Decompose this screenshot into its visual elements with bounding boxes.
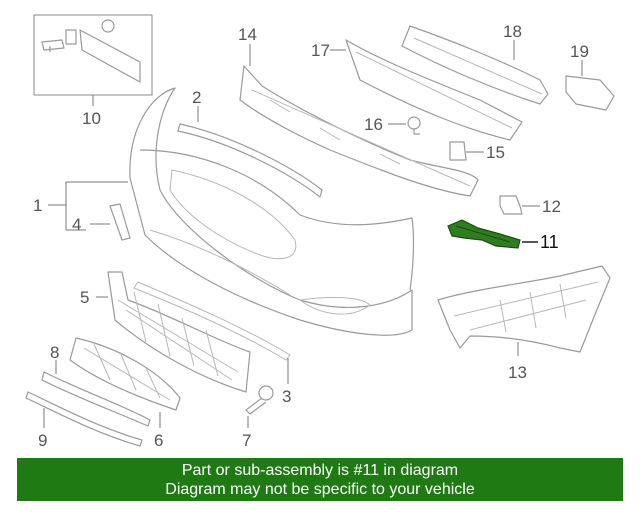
callout-19[interactable]: 19	[570, 42, 589, 61]
support-part-14: 14	[238, 25, 479, 197]
strip-part-2: 2	[177, 88, 323, 198]
callout-9[interactable]: 9	[38, 431, 47, 450]
callout-7[interactable]: 7	[242, 431, 251, 450]
callout-16[interactable]: 16	[364, 115, 383, 134]
callout-8[interactable]: 8	[50, 343, 59, 362]
callout-15[interactable]: 15	[486, 143, 505, 162]
grille-part-5: 5	[80, 271, 251, 393]
callout-1[interactable]: 1	[33, 196, 42, 215]
bumper-cover-part-1: 1	[33, 87, 415, 336]
lower-trim-part-3: 3	[133, 281, 291, 406]
callout-17[interactable]: 17	[311, 41, 330, 60]
absorber-part-18: 18	[401, 22, 549, 105]
clip-part-4: 4	[72, 203, 131, 241]
callout-11[interactable]: 11	[540, 232, 559, 252]
molding-part-8: 8	[41, 343, 151, 427]
callout-4[interactable]: 4	[72, 215, 81, 234]
clip-part-12: 12	[499, 195, 561, 216]
callout-13[interactable]: 13	[508, 363, 527, 382]
lower-grille-part-6: 6	[69, 337, 181, 450]
callout-18[interactable]: 18	[503, 22, 522, 41]
side-bracket-part-13: 13	[437, 265, 611, 382]
callout-12[interactable]: 12	[542, 197, 561, 216]
bolt-part-16: 16	[364, 115, 421, 135]
callout-14[interactable]: 14	[238, 25, 257, 44]
inset-box-part-10: 10	[33, 14, 153, 128]
nut-part-15: 15	[449, 141, 505, 162]
banner-line-1: Part or sub-assembly is #11 in diagram	[181, 462, 459, 479]
callout-5[interactable]: 5	[80, 288, 89, 307]
bracket-part-11-highlighted[interactable]: 11	[447, 219, 559, 252]
callout-2[interactable]: 2	[192, 88, 201, 107]
bracket-part-19: 19	[565, 42, 615, 111]
absorber-part-17: 17	[311, 39, 523, 141]
banner-line-2: Diagram may not be specific to your vehi…	[165, 481, 475, 498]
callout-6[interactable]: 6	[154, 431, 163, 450]
molding-part-9: 9	[25, 391, 143, 450]
bolt-part-7: 7	[242, 385, 274, 450]
parts-diagram: 10 1 2 3 4 5 6	[25, 14, 615, 450]
callout-10[interactable]: 10	[82, 109, 101, 128]
info-banner: Part or sub-assembly is #11 in diagram D…	[17, 458, 623, 501]
callout-3[interactable]: 3	[282, 387, 291, 406]
